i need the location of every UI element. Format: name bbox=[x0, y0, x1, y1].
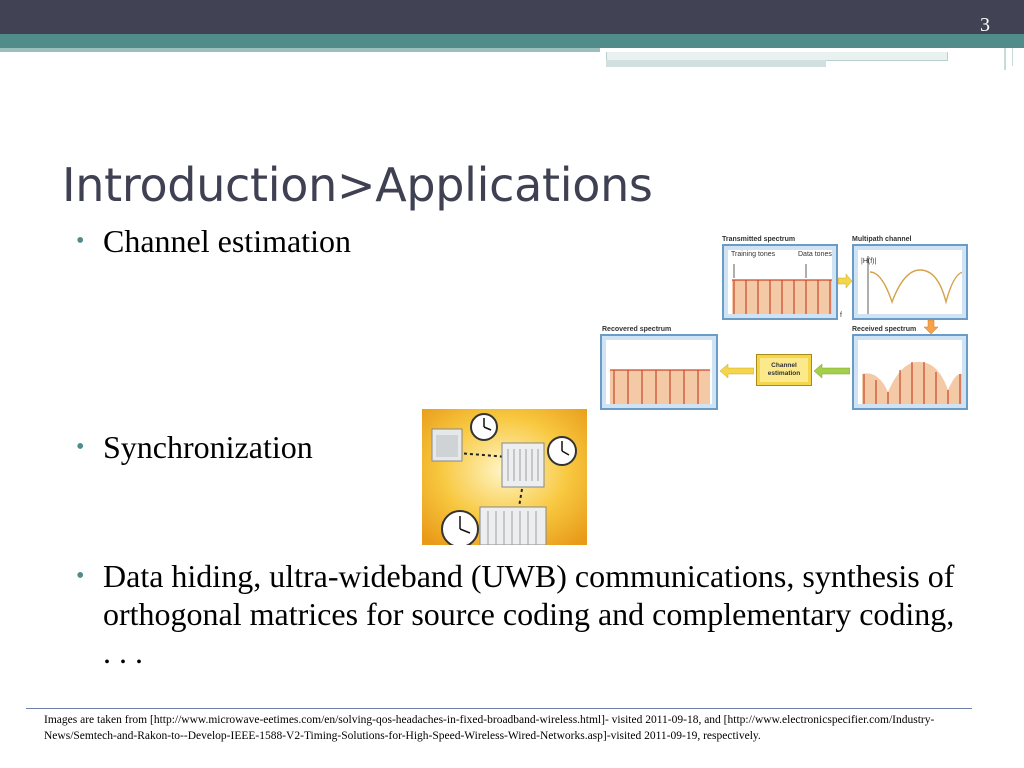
bullet-dot-icon: • bbox=[76, 563, 85, 589]
bullet-text: Data hiding, ultra-wideband (UWB) commun… bbox=[103, 558, 955, 670]
transmitted-spectrum-panel: Training tones Data tones bbox=[722, 244, 838, 320]
header-decor-rule-2 bbox=[1012, 48, 1013, 66]
channel-estimation-box: Channel estimation bbox=[756, 354, 812, 386]
multipath-channel-label: Multipath channel bbox=[852, 236, 912, 243]
multipath-channel-plot bbox=[867, 256, 965, 314]
recovered-spectrum-label: Recovered spectrum bbox=[602, 326, 672, 333]
bullet-synchronization: • Synchronization bbox=[76, 428, 313, 466]
recovered-spectrum-plot bbox=[610, 369, 710, 404]
received-spectrum-plot bbox=[862, 361, 962, 404]
data-tones-label: Data tones bbox=[798, 251, 832, 258]
arrow-left-icon bbox=[720, 364, 754, 378]
slide-number: 3 bbox=[980, 14, 990, 36]
f-axis-label: f bbox=[840, 312, 842, 319]
synchronization-image bbox=[422, 409, 587, 548]
server-icon-2 bbox=[501, 442, 545, 488]
h-of-f-label: |H(f)| bbox=[861, 258, 877, 265]
transmitted-spectrum-plot bbox=[732, 264, 832, 314]
clock-icon-3 bbox=[441, 510, 479, 548]
server-icon bbox=[431, 428, 463, 462]
header-accent-bar bbox=[0, 34, 1024, 48]
slide-title: Introduction>Applications bbox=[62, 158, 653, 212]
bullet-data-hiding: • Data hiding, ultra-wideband (UWB) comm… bbox=[76, 557, 956, 671]
training-tones-label: Training tones bbox=[731, 251, 776, 258]
channel-estimation-diagram: Transmitted spectrum Multipath channel T… bbox=[598, 234, 972, 412]
clock-icon bbox=[470, 413, 498, 441]
received-spectrum-panel bbox=[852, 334, 968, 410]
image-credits: Images are taken from [http://www.microw… bbox=[44, 714, 935, 742]
received-spectrum-label: Received spectrum bbox=[852, 326, 917, 333]
arrow-right-icon bbox=[838, 274, 852, 288]
bullet-text: Channel estimation bbox=[103, 223, 351, 259]
channel-estimation-box-label: Channel estimation bbox=[760, 358, 808, 382]
multipath-channel-panel: |H(f)| bbox=[852, 244, 968, 320]
header-decor-box-2 bbox=[606, 60, 826, 67]
server-icon-3 bbox=[479, 506, 547, 546]
footer-divider bbox=[26, 708, 972, 709]
bullet-channel-estimation: • Channel estimation bbox=[76, 222, 351, 260]
arrow-left-icon-2 bbox=[814, 364, 850, 378]
header-decor-rule bbox=[1004, 48, 1006, 70]
bullet-dot-icon: • bbox=[76, 228, 85, 254]
recovered-spectrum-panel bbox=[600, 334, 718, 410]
transmitted-spectrum-label: Transmitted spectrum bbox=[722, 236, 796, 243]
header-line bbox=[0, 48, 600, 52]
bullet-dot-icon: • bbox=[76, 434, 85, 460]
header-bar bbox=[0, 0, 1024, 34]
bullet-text: Synchronization bbox=[103, 429, 313, 465]
synchronization-illustration bbox=[422, 409, 587, 548]
arrow-down-icon bbox=[924, 320, 938, 334]
clock-icon-2 bbox=[547, 436, 577, 466]
